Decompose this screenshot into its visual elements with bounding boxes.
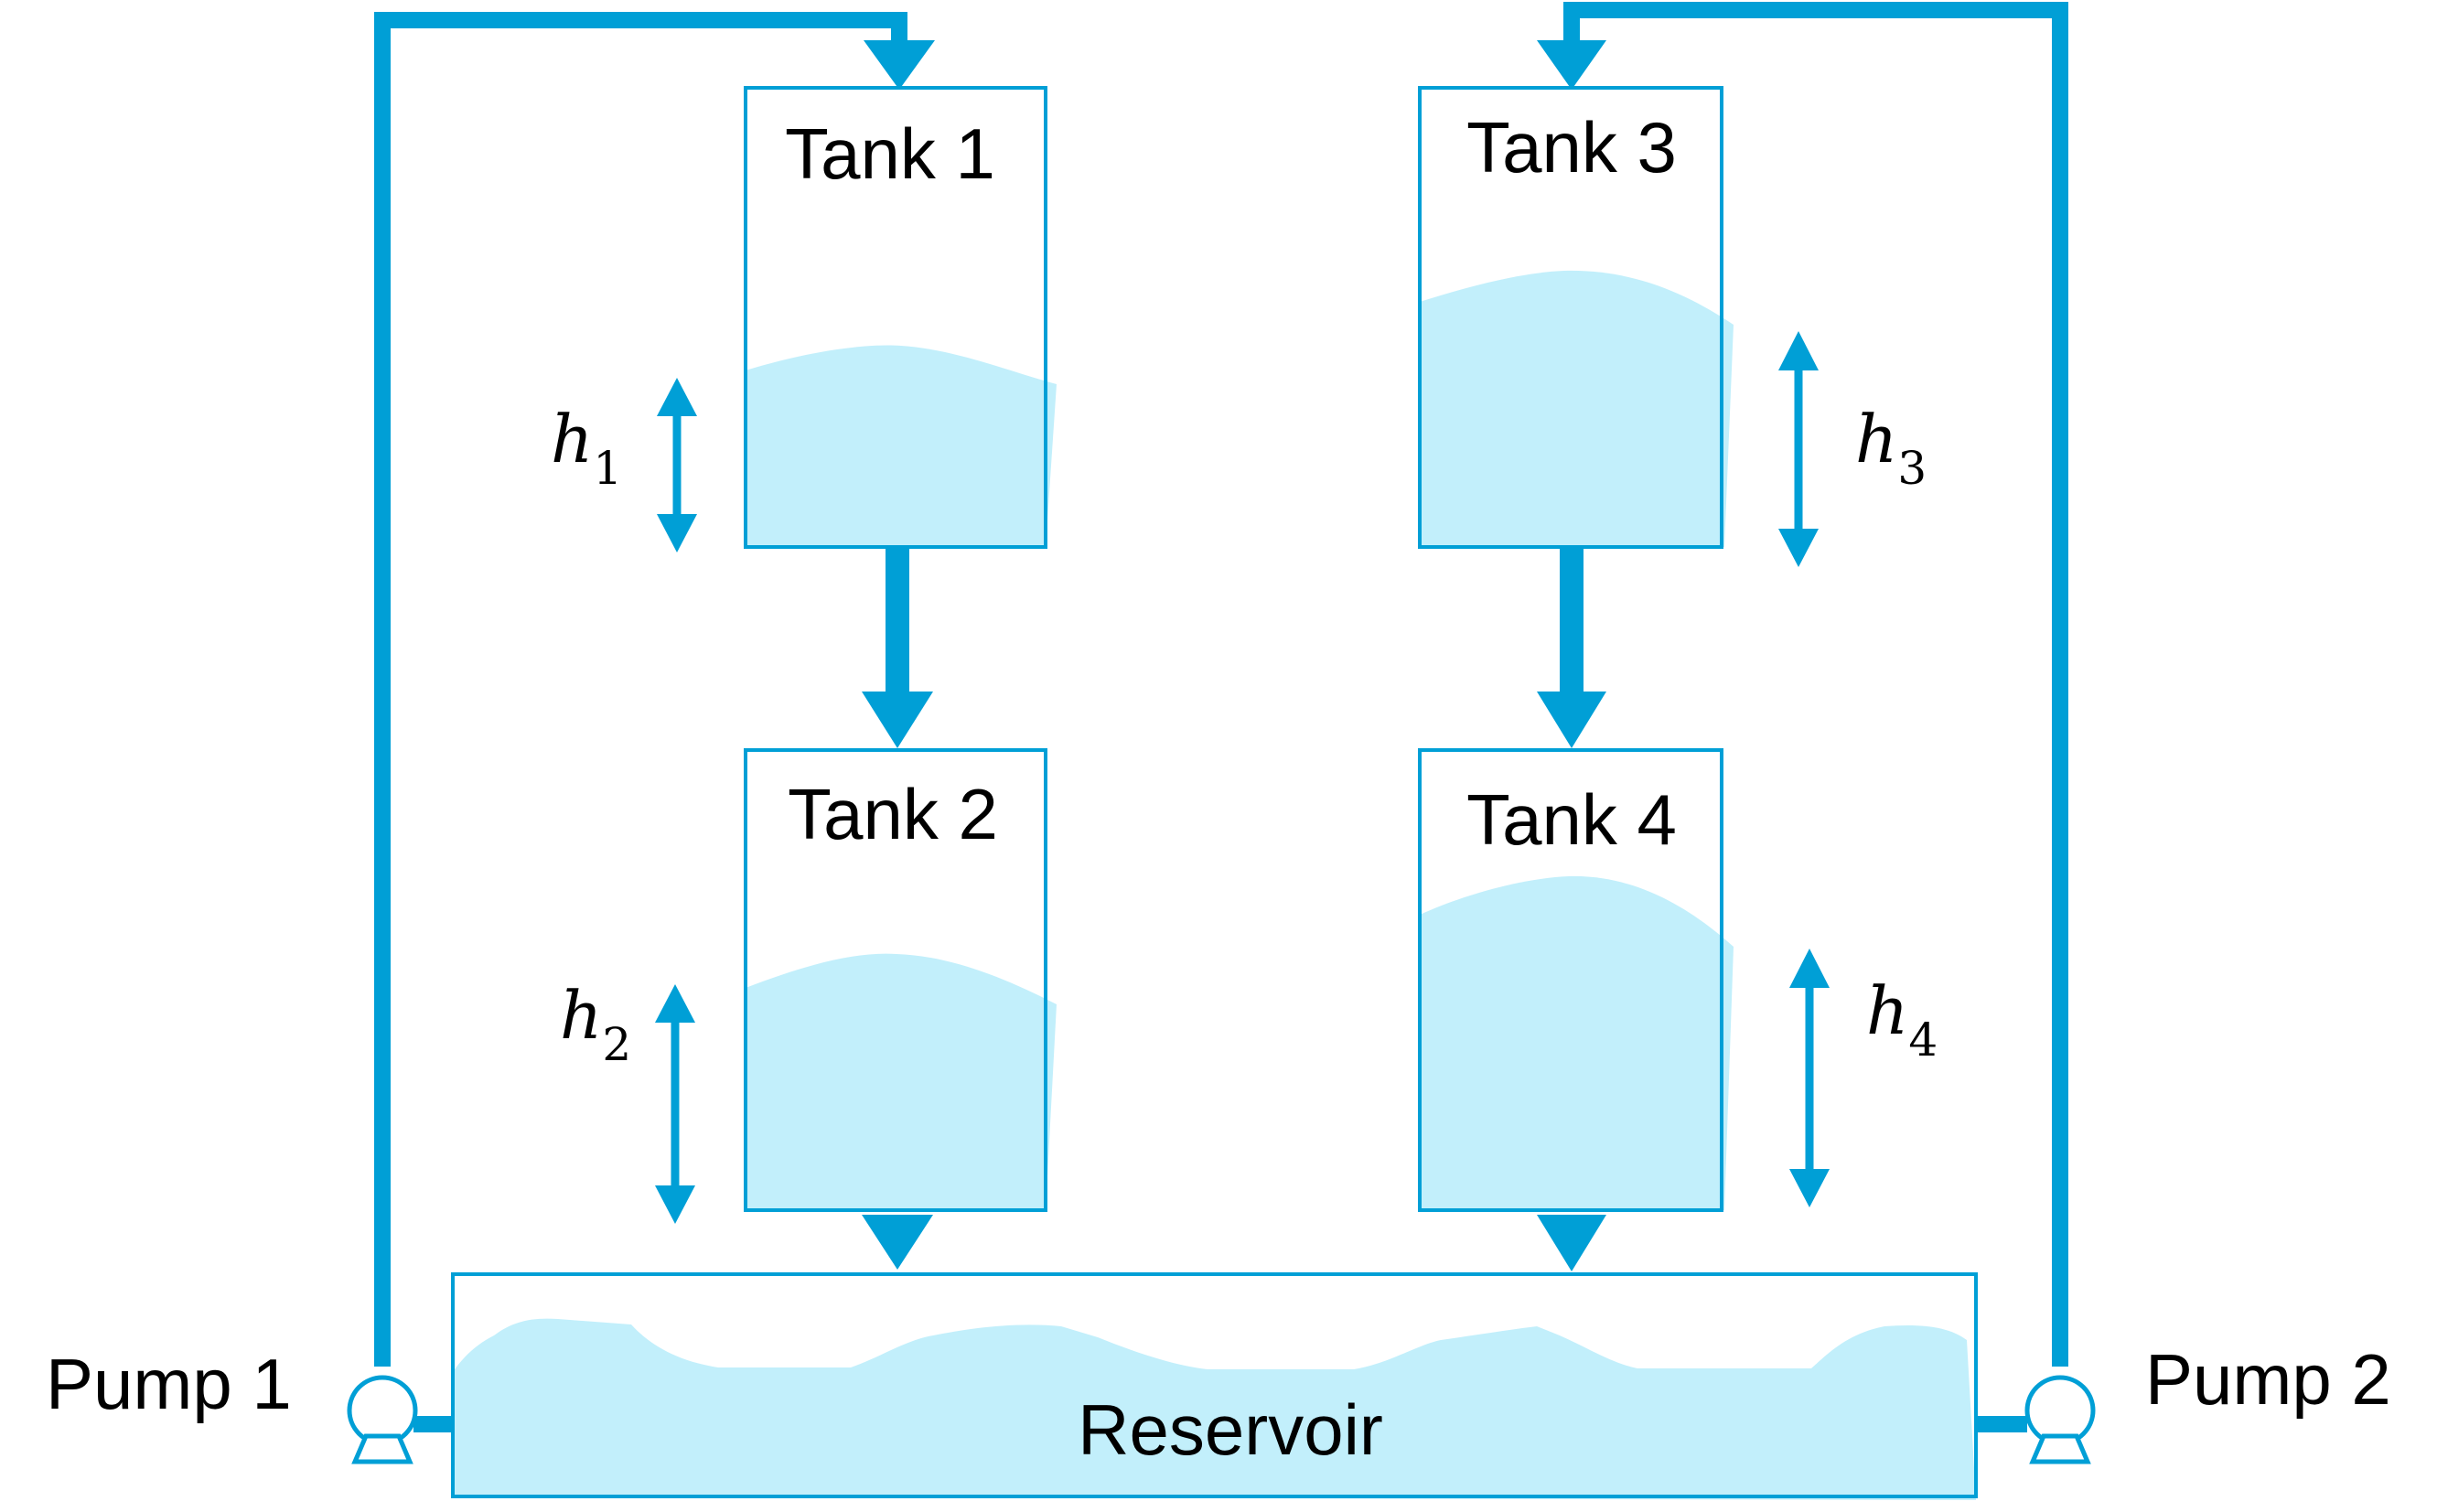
pump-icon <box>2024 1375 2096 1464</box>
tank3-label: Tank 3 <box>1466 107 1677 188</box>
h2-label: h2 <box>560 977 631 1071</box>
h1-up-arrowhead <box>657 378 697 416</box>
tank1-label: Tank 1 <box>785 113 995 194</box>
tank3-water <box>1420 270 1734 547</box>
tank1-to-tank2-flow <box>862 547 933 748</box>
h3-label: h3 <box>1855 401 1927 495</box>
pump-1: Pump 1 <box>46 1344 455 1464</box>
tank2-label: Tank 2 <box>788 774 998 854</box>
h4-label: h4 <box>1866 972 1938 1067</box>
tank-2: Tank 2 <box>744 748 1057 1212</box>
tank-3: Tank 3 <box>1418 86 1734 549</box>
h3-down-arrowhead <box>1778 529 1819 567</box>
h2-level-indicator: h2 <box>560 977 695 1224</box>
h2-up-arrowhead <box>655 984 695 1023</box>
reservoir-label: Reservoir <box>1078 1389 1383 1470</box>
pump1-supply-pipe <box>374 12 935 1367</box>
tank4-to-reservoir-arrowhead <box>1537 1215 1606 1271</box>
tank2-to-reservoir-arrowhead <box>862 1215 933 1270</box>
reservoir-outline <box>451 1272 1978 1498</box>
tank-4: Tank 4 <box>1418 748 1734 1212</box>
h4-level-indicator: h4 <box>1789 949 1938 1207</box>
tank2-outline <box>744 748 1047 1212</box>
h2-down-arrowhead <box>655 1185 695 1224</box>
pump1-label: Pump 1 <box>46 1344 292 1424</box>
h4-down-arrowhead <box>1789 1169 1830 1207</box>
h3-level-indicator: h3 <box>1778 331 1927 567</box>
h1-label: h1 <box>551 401 622 495</box>
tank-1: Tank 1 <box>744 86 1057 549</box>
h1-level-indicator: h1 <box>551 378 697 552</box>
tank2-water <box>746 953 1057 1210</box>
tank1-inlet-arrowhead <box>864 40 935 90</box>
pump2-label: Pump 2 <box>2145 1339 2391 1420</box>
pump-icon <box>347 1375 418 1464</box>
h1-down-arrowhead <box>657 514 697 552</box>
tank3-inlet-arrowhead <box>1537 40 1606 90</box>
tank4-water <box>1420 875 1734 1210</box>
tank1-water <box>746 345 1057 547</box>
pump-2: Pump 2 <box>1976 1339 2391 1464</box>
reservoir-water <box>453 1318 1976 1500</box>
h3-up-arrowhead <box>1778 331 1819 370</box>
tank4-outline <box>1418 748 1723 1212</box>
pump1-suction-pipe <box>413 1416 455 1432</box>
tank2-inlet-arrowhead <box>862 692 933 748</box>
tank3-to-tank4-flow <box>1537 547 1606 748</box>
tank4-label: Tank 4 <box>1466 779 1677 860</box>
reservoir: Reservoir <box>451 1272 1978 1500</box>
tank4-inlet-arrowhead <box>1537 692 1606 748</box>
h4-up-arrowhead <box>1789 949 1830 988</box>
pump2-suction-pipe <box>1976 1416 2027 1432</box>
pump2-supply-pipe <box>1537 2 2068 1367</box>
